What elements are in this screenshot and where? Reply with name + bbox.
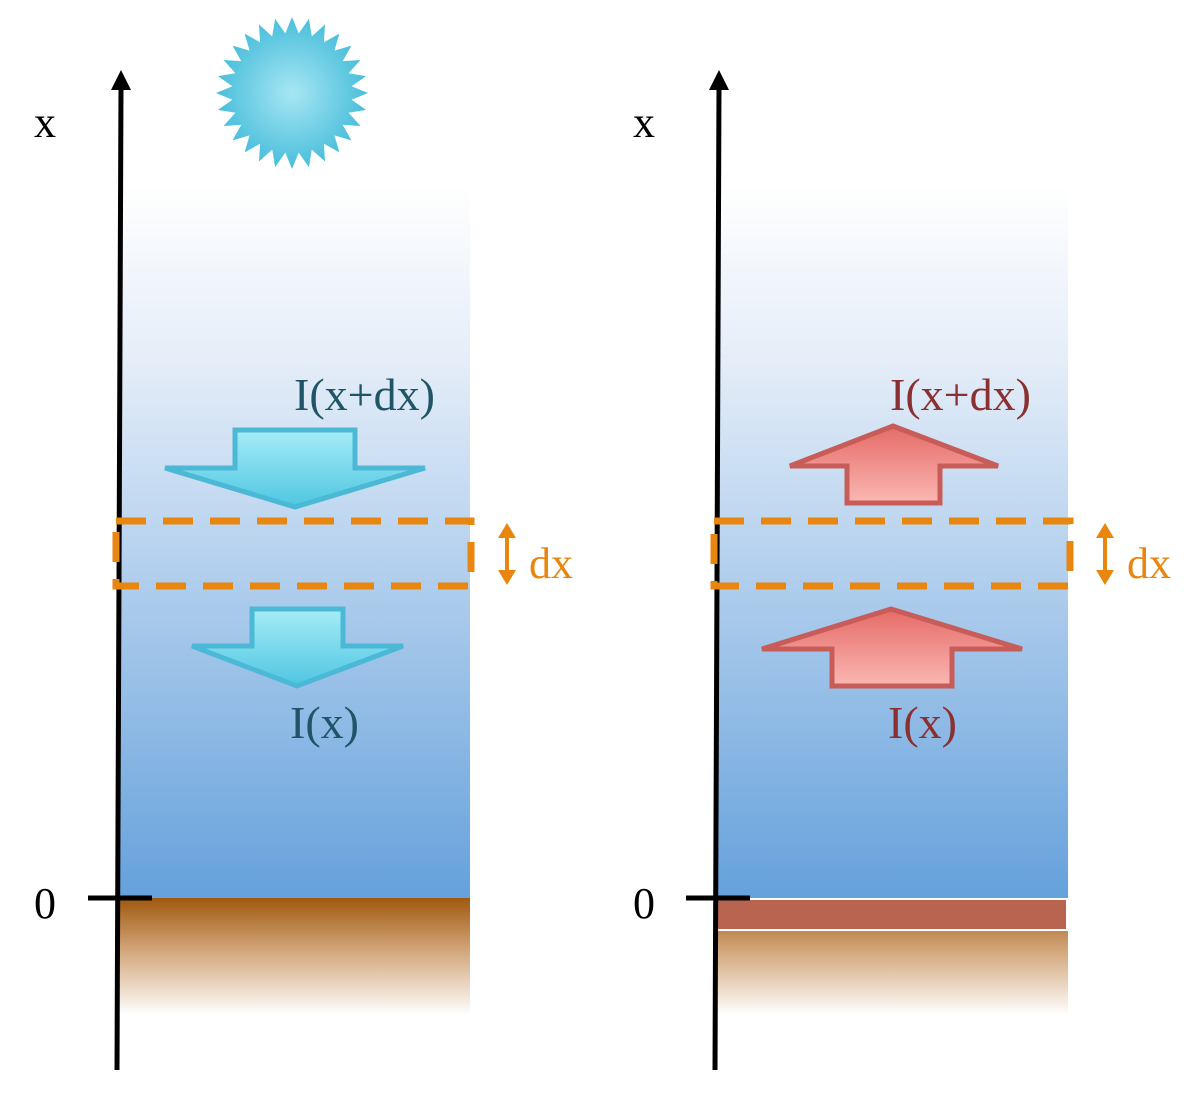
left-lower-down-arrow: [191, 606, 404, 689]
left-axis-label: x: [34, 98, 56, 147]
left-origin-label: 0: [34, 879, 56, 928]
left-upper-down-arrow: [164, 427, 426, 510]
left-axis-arrowhead: [111, 70, 131, 90]
right-lower-up-arrow: [761, 606, 1023, 689]
right-lower-flux-label: I(x): [888, 697, 957, 748]
left-x-axis: [88, 70, 152, 1071]
right-atmosphere: [718, 185, 1068, 898]
left-dx-label: dx: [529, 539, 573, 588]
left-dx-double-arrow: [498, 523, 516, 585]
right-panel: x 0 dx I(x+dx) I(x): [633, 70, 1171, 1071]
left-upper-flux-label: I(x+dx): [294, 369, 435, 420]
left-lower-flux-label: I(x): [290, 697, 359, 748]
right-layer-dx: [710, 517, 1074, 590]
left-ground: [120, 898, 470, 1015]
left-panel: x 0 dx I(x+dx) I(x): [34, 17, 573, 1071]
left-layer-dx: [112, 517, 475, 590]
right-axis-arrowhead: [709, 70, 729, 90]
right-dx-label: dx: [1127, 539, 1171, 588]
right-upper-up-arrow: [789, 423, 999, 506]
right-axis-label: x: [633, 98, 655, 147]
right-x-axis: [686, 70, 750, 1071]
left-atmosphere: [120, 185, 470, 898]
right-origin-label: 0: [633, 879, 655, 928]
right-emitting-surface: [716, 898, 1068, 931]
right-dx-double-arrow: [1096, 523, 1114, 585]
right-upper-flux-label: I(x+dx): [890, 369, 1031, 420]
sun-icon: [216, 17, 368, 169]
